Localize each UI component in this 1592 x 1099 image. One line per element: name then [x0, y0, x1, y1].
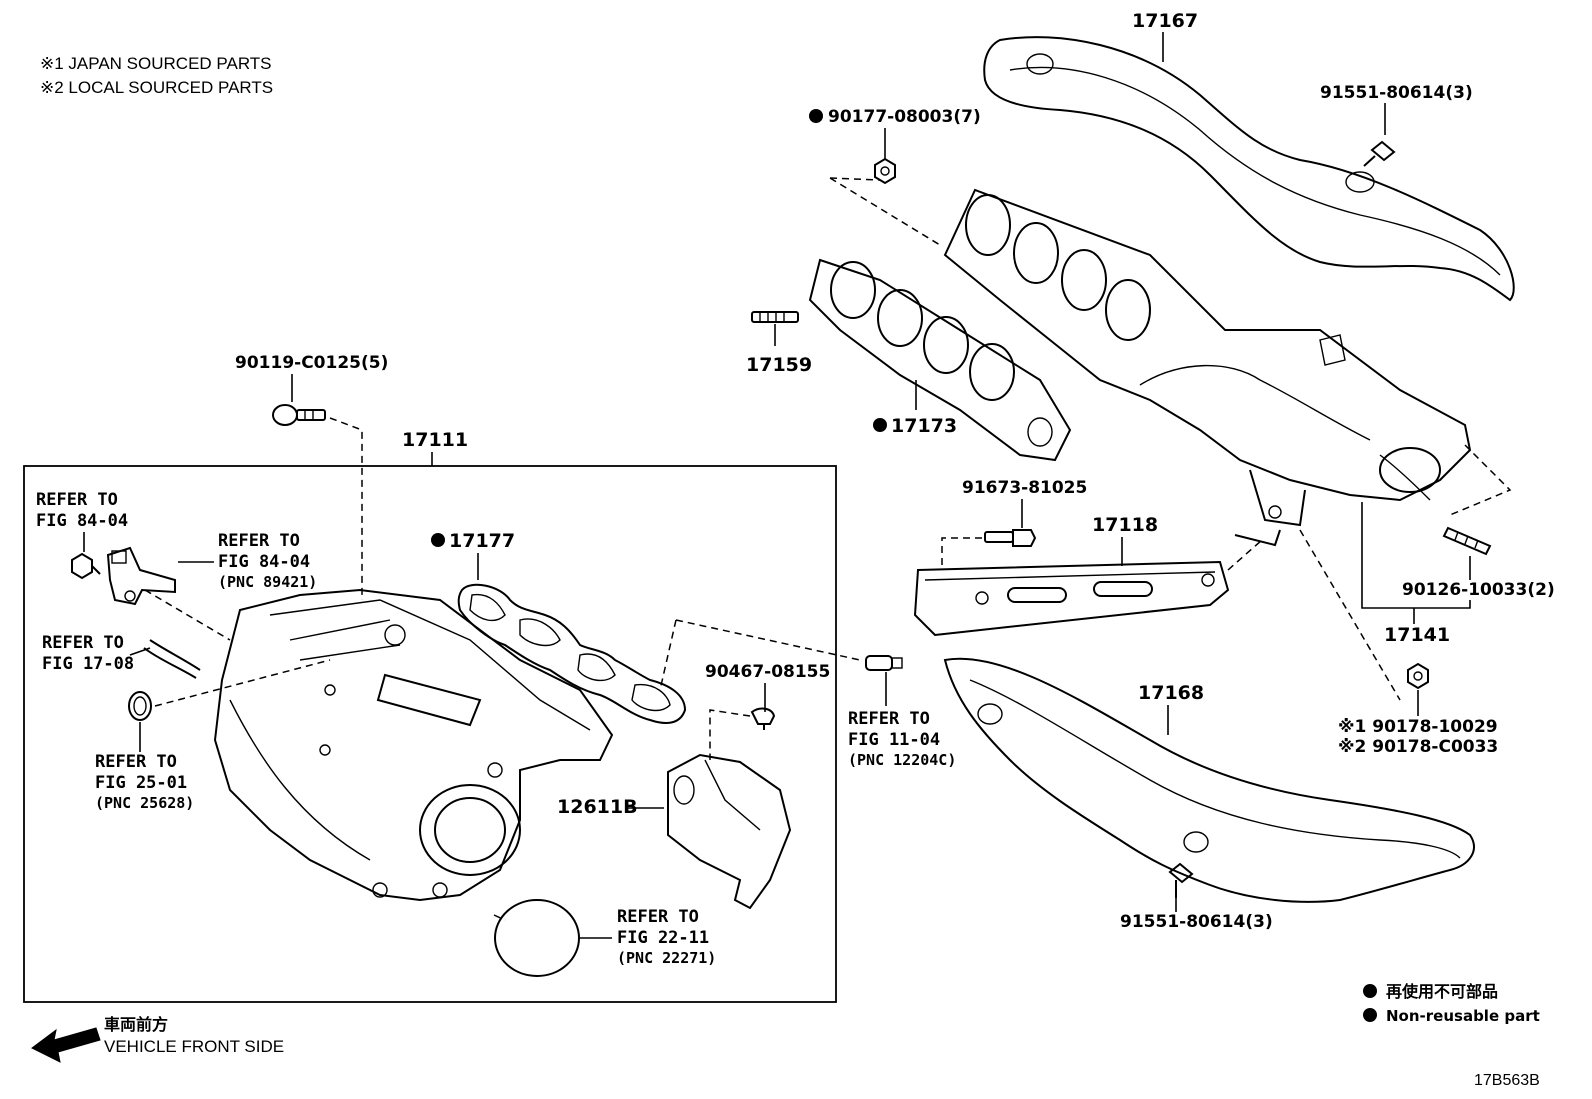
dash-90177-b [829, 177, 941, 246]
gasket-17173 [808, 258, 1072, 462]
note-japan-sourced: ※1 JAPAN SOURCED PARTS [40, 54, 272, 73]
dash-91673 [941, 537, 982, 570]
clip-90467 [750, 707, 776, 730]
ref-1708-line2: FIG 17-08 [42, 654, 134, 674]
label-12611b: 12611B [557, 796, 638, 818]
label-17173: 17173 [891, 415, 957, 437]
ref-2211-line1: REFER TO [617, 907, 699, 927]
label-17118: 17118 [1092, 514, 1158, 536]
ref-1708-line1: REFER TO [42, 633, 124, 653]
oring-pnc-25628-inner [133, 696, 147, 716]
direction-jp: 車両前方 [104, 1015, 168, 1034]
gasket-17177 [457, 583, 687, 724]
ref-2211-pnc: (PNC 22271) [617, 949, 716, 967]
nut-90178 [1407, 662, 1429, 690]
dash-sensor [144, 589, 231, 641]
ref-2211-line2: FIG 22-11 [617, 928, 709, 948]
ref-2501-line2: FIG 25-01 [95, 773, 187, 793]
label-91551-top: 91551-80614(3) [1320, 83, 1473, 103]
bracket-17118 [913, 560, 1230, 637]
label-91551-bottom: 91551-80614(3) [1120, 912, 1273, 932]
intake-manifold-group-box [23, 465, 837, 1003]
non-reusable-mark-17173 [873, 418, 887, 432]
dash-exhaust-right [1449, 444, 1512, 516]
legend-non-reusable-en: Non-reusable part [1386, 1007, 1540, 1025]
label-17111: 17111 [402, 429, 468, 451]
figure-code: 17B563B [1474, 1072, 1540, 1089]
ref-2501-line1: REFER TO [95, 752, 177, 772]
label-91673: 91673-81025 [962, 478, 1087, 498]
non-reusable-mark-17177 [431, 533, 445, 547]
label-90119: 90119-C0125(5) [235, 353, 388, 373]
heat-insulator-lower [943, 657, 1475, 903]
legend-non-reusable-jp: 再使用不可部品 [1386, 982, 1498, 1001]
ref-8404b-pnc: (PNC 89421) [218, 573, 317, 591]
bolt-90119 [272, 404, 326, 426]
dash-17177-b [675, 619, 861, 661]
dash-90467 [709, 709, 751, 760]
insulator-12611b [667, 753, 792, 910]
dash-90178 [1299, 529, 1401, 701]
dash-gasket-ring [493, 914, 506, 921]
leader-17141-bracket [1361, 502, 1471, 609]
label-17168: 17168 [1138, 682, 1204, 704]
sensor-pnc-89421 [106, 546, 176, 606]
plug-pnc-12204c [865, 655, 903, 671]
hose-17-08-edge [143, 647, 197, 679]
ref-8404a-line2: FIG 84-04 [36, 511, 128, 531]
exhaust-manifold [943, 188, 1472, 547]
vehicle-front-arrow-icon [31, 1027, 101, 1063]
label-17141: 17141 [1384, 624, 1450, 646]
ref-1104-line2: FIG 11-04 [848, 730, 940, 750]
label-90178-jp: ※1 90178-10029 [1338, 717, 1498, 737]
leader-ref-1708 [129, 647, 151, 656]
bolt-91673 [984, 529, 1037, 547]
stud-17159 [751, 311, 799, 323]
label-17177: 17177 [449, 530, 515, 552]
legend-dot-en [1363, 1008, 1377, 1022]
ref-8404b-line1: REFER TO [218, 531, 300, 551]
ref-1104-line1: REFER TO [848, 709, 930, 729]
legend-dot-jp [1363, 984, 1377, 998]
label-17167: 17167 [1132, 10, 1198, 32]
direction-en: VEHICLE FRONT SIDE [104, 1037, 284, 1056]
bolt-sensor [71, 552, 101, 580]
label-17159: 17159 [746, 354, 812, 376]
ref-8404b-line2: FIG 84-04 [218, 552, 310, 572]
oring-pnc-25628 [128, 691, 152, 721]
dash-90177-a [829, 177, 881, 181]
label-90178-local: ※2 90178-C0033 [1338, 737, 1498, 757]
intake-manifold [213, 588, 614, 902]
nut-90177 [874, 157, 896, 185]
dash-17177-a [659, 619, 677, 691]
non-reusable-mark-90177 [809, 109, 823, 123]
gasket-ring-pnc-22271 [494, 899, 580, 977]
ref-1104-pnc: (PNC 12204C) [848, 751, 956, 769]
hose-17-08 [149, 639, 201, 671]
ref-2501-pnc: (PNC 25628) [95, 794, 194, 812]
label-90126: 90126-10033(2) [1402, 580, 1555, 600]
dash-oring [154, 659, 331, 707]
note-local-sourced: ※2 LOCAL SOURCED PARTS [40, 78, 273, 97]
stud-90126 [1442, 526, 1492, 556]
heat-insulator-upper [983, 36, 1515, 302]
dash-17118-right [1227, 539, 1263, 571]
ref-8404a-line1: REFER TO [36, 490, 118, 510]
dash-90119 [329, 417, 363, 600]
bolt-91551-bottom [1168, 862, 1194, 898]
label-90177: 90177-08003(7) [828, 107, 981, 127]
bolt-91551-top [1363, 140, 1396, 167]
label-90467: 90467-08155 [705, 662, 830, 682]
